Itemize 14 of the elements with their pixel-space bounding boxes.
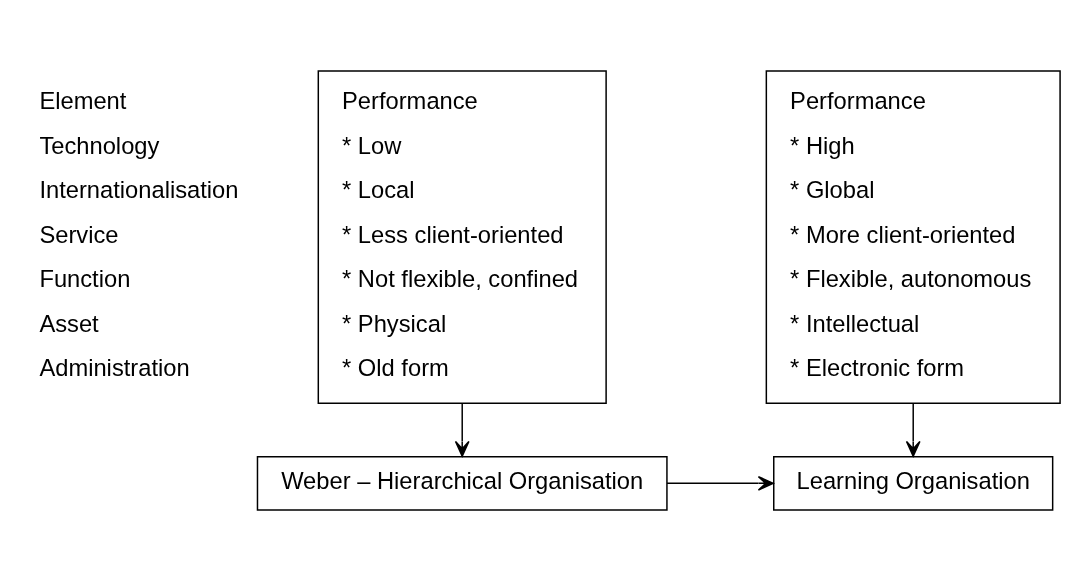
label: Technology (39, 132, 160, 159)
label: Service (39, 221, 119, 248)
node-box: Performance * High * Global * More client-oriented * Flexible, autonomous * Intellectual * Electronic form (765, 69, 1061, 404)
label: Asset (39, 310, 99, 337)
label: Internationalisation (39, 176, 239, 203)
arrow (454, 402, 470, 457)
arrow (666, 475, 774, 491)
label: Function (39, 265, 131, 292)
node-box: Performance * Low * Local * Less client-oriented * Not flexible, confined * Physical * Old form (317, 69, 607, 404)
label: Element (39, 87, 127, 114)
arrow (905, 402, 921, 457)
label: Administration (39, 354, 190, 381)
node-box: Learning Organisation (773, 455, 1054, 511)
node-box: Weber – Hierarchical Organisation (256, 455, 668, 511)
